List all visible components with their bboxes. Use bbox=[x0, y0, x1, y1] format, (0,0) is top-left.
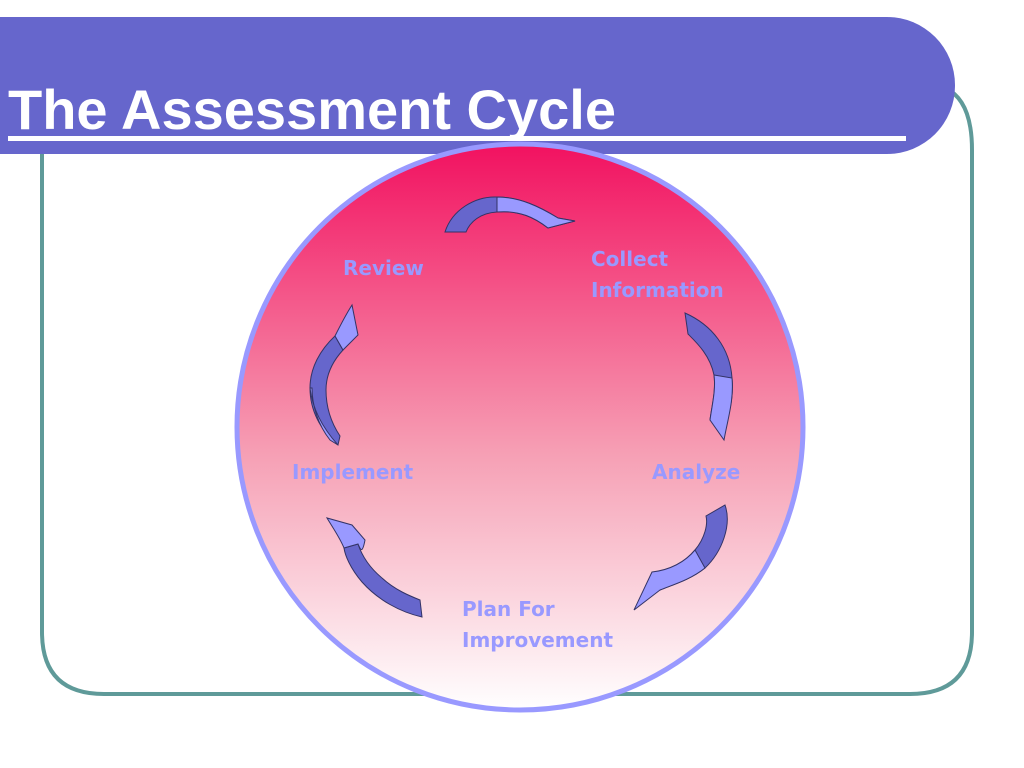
cycle-arrow-left bbox=[309, 303, 359, 446]
step-label-review: Review bbox=[343, 256, 424, 280]
title-underline bbox=[8, 136, 906, 141]
content-border bbox=[40, 86, 974, 696]
step-label-implement: Implement bbox=[292, 460, 414, 484]
cycle-arrow-top bbox=[444, 196, 576, 233]
cycle-circle bbox=[234, 141, 806, 713]
cycle-arrow-right-lower bbox=[633, 504, 728, 611]
step-label-plan-for-improvement: Plan For Improvement bbox=[462, 597, 614, 652]
page-title: The Assessment Cycle bbox=[8, 78, 616, 141]
title-bar bbox=[0, 17, 955, 154]
cycle-arrow-bottom-left bbox=[325, 517, 423, 618]
step-label-collect-information: Collect Information bbox=[591, 247, 724, 302]
cycle-arrow-right-upper bbox=[684, 312, 733, 442]
step-label-analyze: Analyze bbox=[652, 460, 741, 484]
